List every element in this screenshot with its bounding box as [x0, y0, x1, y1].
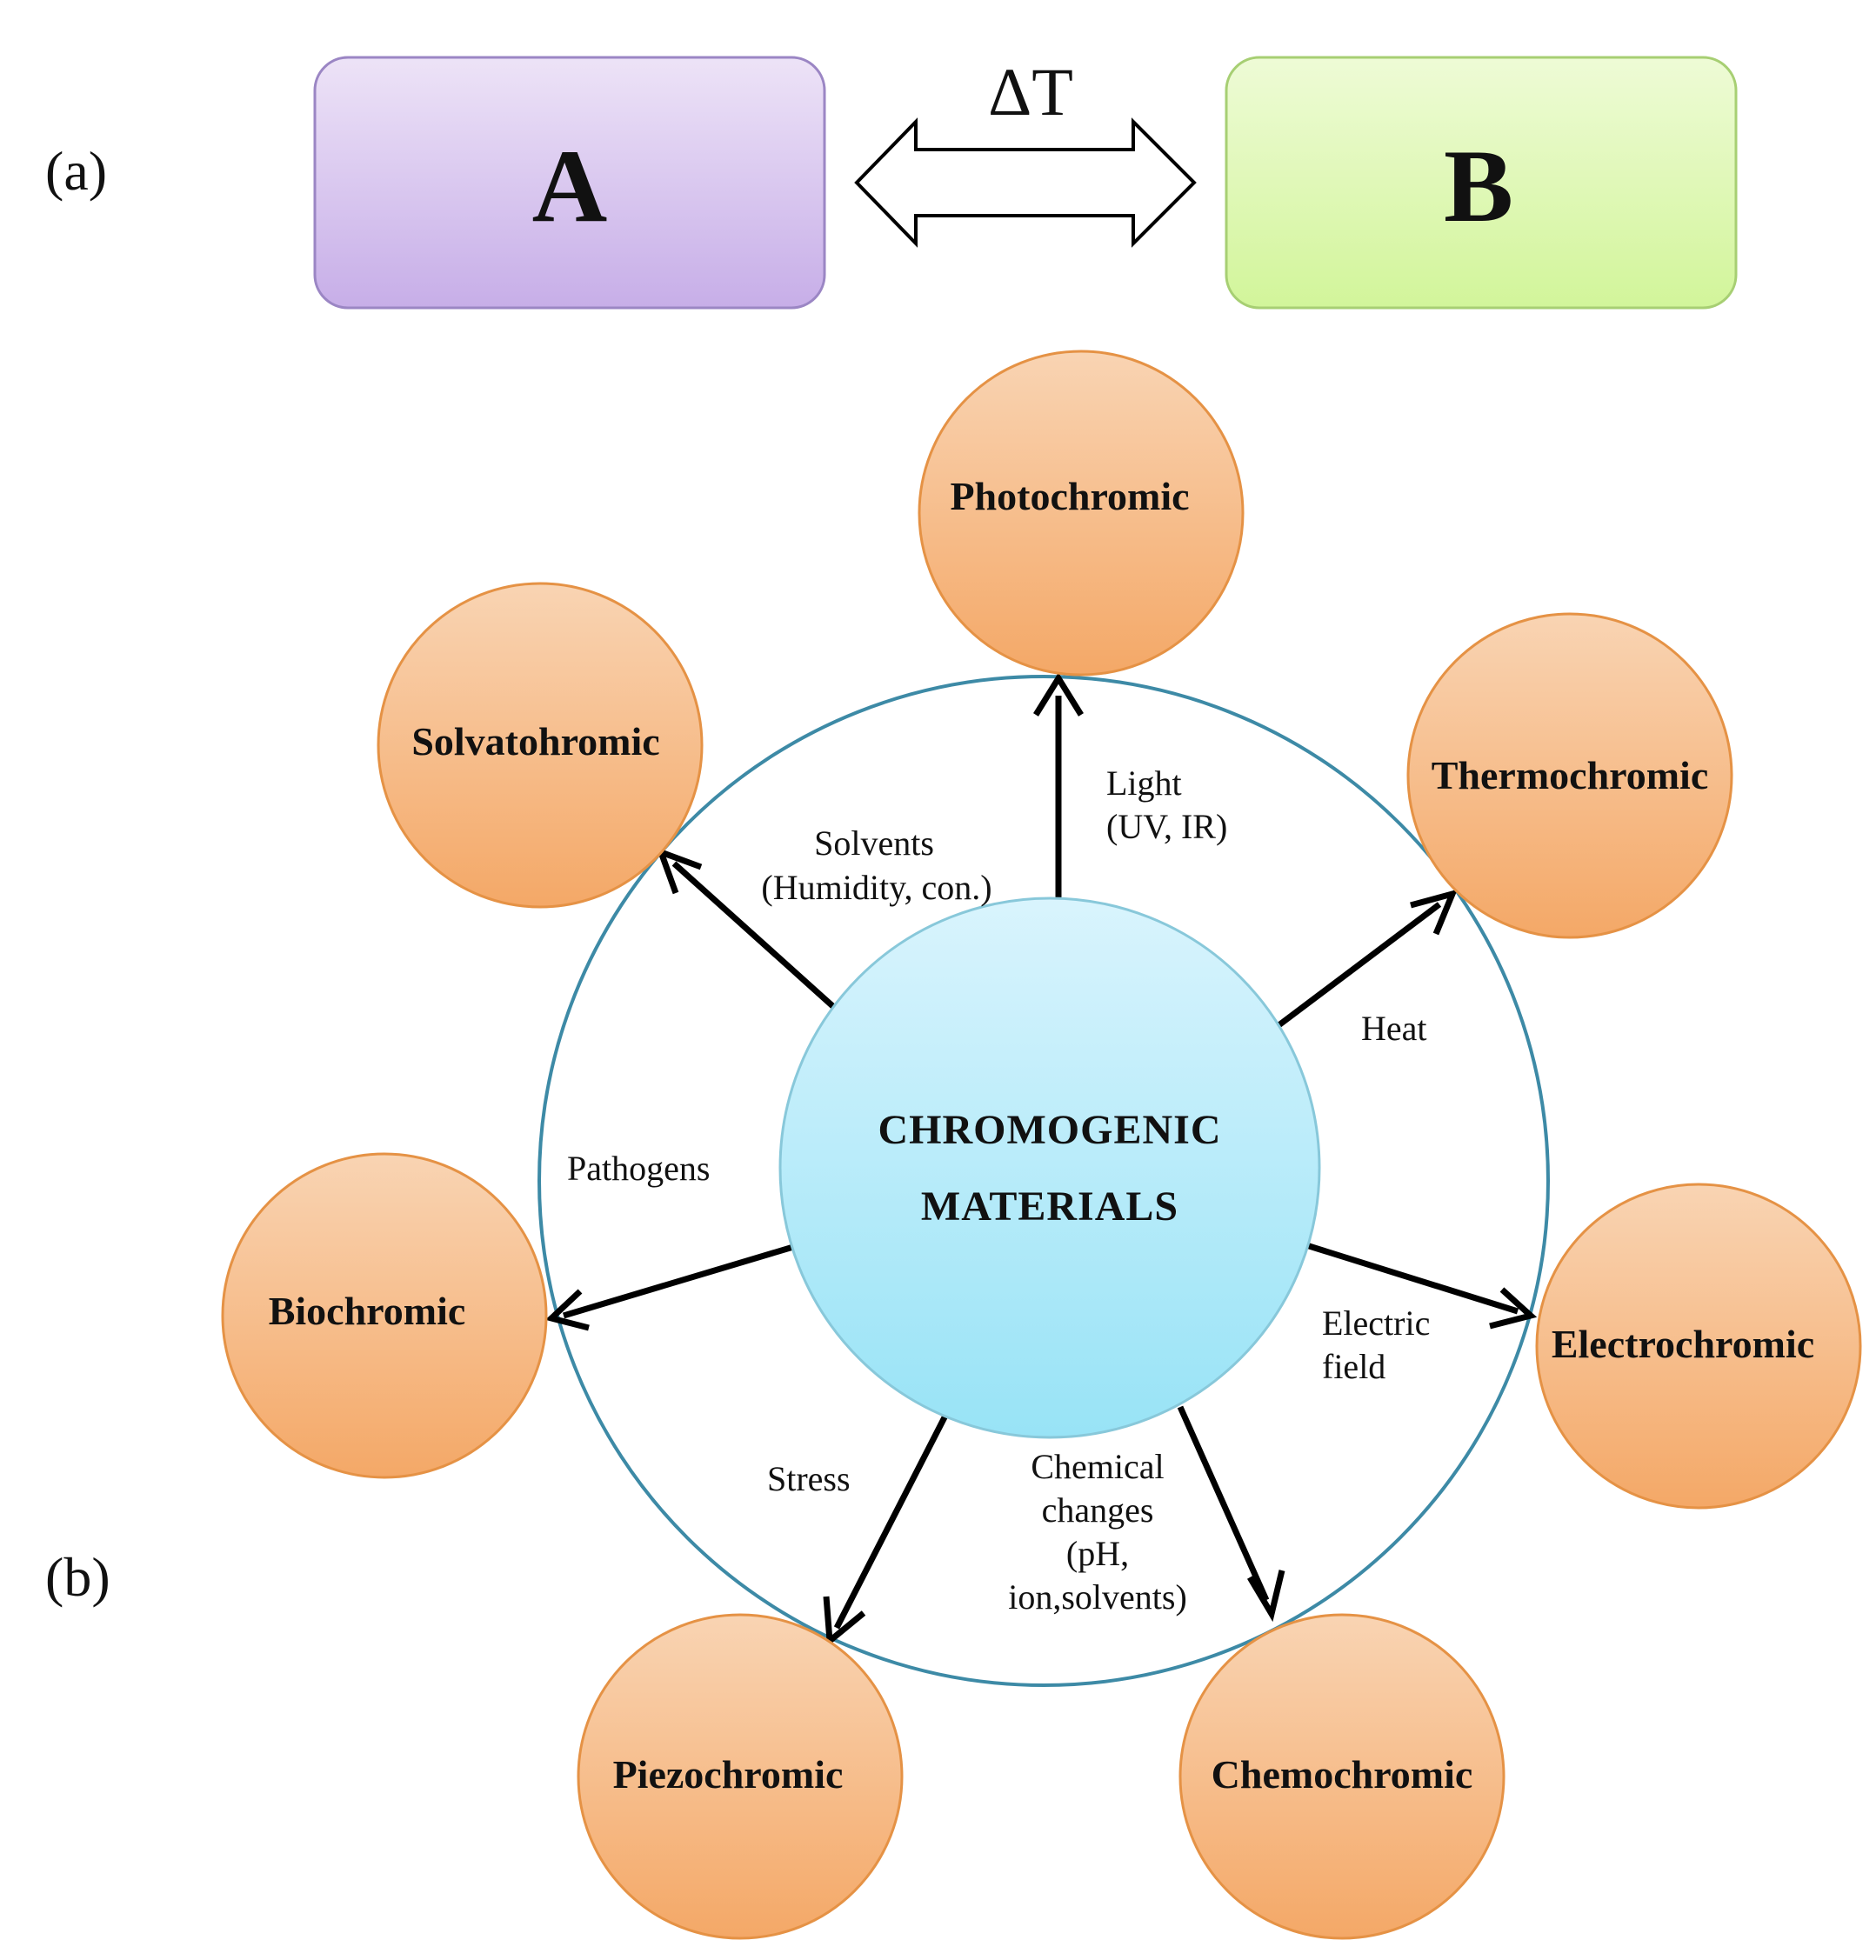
node-label-chemochromic: Chemochromic: [1212, 1752, 1473, 1797]
stimulus-light-line1: Light: [1106, 763, 1182, 803]
arrowhead-thermochromic: [1410, 889, 1458, 936]
arrow-solvatohromic: [671, 861, 840, 1013]
arrow-chemochromic: [1177, 1405, 1270, 1602]
panel-a-label: (a): [45, 140, 107, 202]
stimulus-heat-line1: Heat: [1361, 1009, 1427, 1048]
node-biochromic: Biochromic: [221, 1152, 548, 1479]
arrow-piezochromic: [833, 1414, 949, 1630]
center-label-line1: CHROMOGENIC: [878, 1107, 1222, 1153]
node-piezochromic: Piezochromic: [577, 1613, 904, 1940]
node-label-solvatohromic: Solvatohromic: [411, 719, 659, 763]
stimulus-stress-line1: Stress: [767, 1459, 851, 1498]
stimulus-stress: Stress: [767, 1459, 851, 1498]
stimulus-electric-line2: field: [1322, 1347, 1385, 1386]
node-solvatohromic: Solvatohromic: [377, 582, 704, 909]
stimulus-arrows: [544, 672, 1538, 1647]
stimulus-solvents: Solvents (Humidity, con.): [761, 823, 991, 907]
node-chemochromic: Chemochromic: [1178, 1613, 1505, 1940]
delta-t-label: ΔT: [988, 54, 1073, 130]
arrowhead-chemochromic: [1246, 1570, 1285, 1623]
stimulus-heat: Heat: [1361, 1009, 1427, 1048]
stimulus-solvents-line1: Solvents: [814, 823, 934, 863]
reversible-double-arrow: [854, 117, 1197, 248]
stimulus-light: Light (UV, IR): [1106, 763, 1227, 846]
state-b-box: B: [1225, 56, 1738, 310]
node-label-thermochromic: Thermochromic: [1432, 753, 1709, 797]
stimulus-electric-line1: Electric: [1322, 1303, 1430, 1343]
stimulus-pathogens: Pathogens: [567, 1149, 710, 1188]
panel-b: (b) CHROMOGENIC MATERIALS: [45, 350, 1862, 1940]
arrow-electrochromic: [1305, 1242, 1519, 1315]
state-b-label: B: [1444, 128, 1513, 243]
stimulus-chemical-line2: changes: [1042, 1490, 1154, 1530]
node-photochromic: Photochromic: [918, 350, 1245, 677]
node-label-piezochromic: Piezochromic: [613, 1752, 844, 1797]
arrowhead-photochromic: [1033, 672, 1084, 717]
stimulus-pathogens-line1: Pathogens: [567, 1149, 710, 1188]
node-electrochromic: Electrochromic: [1535, 1183, 1862, 1510]
center-node: CHROMOGENIC MATERIALS: [778, 897, 1321, 1439]
stimulus-electric: Electric field: [1322, 1303, 1430, 1386]
outer-ring: [537, 675, 1550, 1687]
arrowhead-electrochromic: [1489, 1287, 1538, 1330]
arrow-thermochromic: [1272, 902, 1442, 1031]
arrowhead-piezochromic: [823, 1596, 866, 1647]
state-a-label: A: [532, 128, 608, 243]
panel-a: (a) A B ΔT: [45, 54, 1738, 310]
node-thermochromic: Thermochromic: [1406, 612, 1733, 939]
arrowhead-biochromic: [544, 1289, 590, 1331]
stimulus-solvents-line2: (Humidity, con.): [761, 868, 991, 907]
node-label-electrochromic: Electrochromic: [1552, 1322, 1814, 1366]
stimulus-chemical: Chemical changes (pH, ion,solvents): [1008, 1447, 1187, 1617]
stimulus-light-line2: (UV, IR): [1106, 807, 1227, 846]
arrow-biochromic: [562, 1243, 795, 1319]
stimulus-chemical-line1: Chemical: [1031, 1447, 1164, 1486]
stimulus-chemical-line3: (pH,: [1066, 1534, 1129, 1573]
node-label-biochromic: Biochromic: [269, 1289, 466, 1333]
node-label-photochromic: Photochromic: [950, 474, 1189, 518]
center-label-line2: MATERIALS: [921, 1183, 1178, 1230]
panel-b-label: (b): [45, 1546, 110, 1608]
state-a-box: A: [313, 56, 826, 310]
stimulus-chemical-line4: ion,solvents): [1008, 1577, 1187, 1617]
